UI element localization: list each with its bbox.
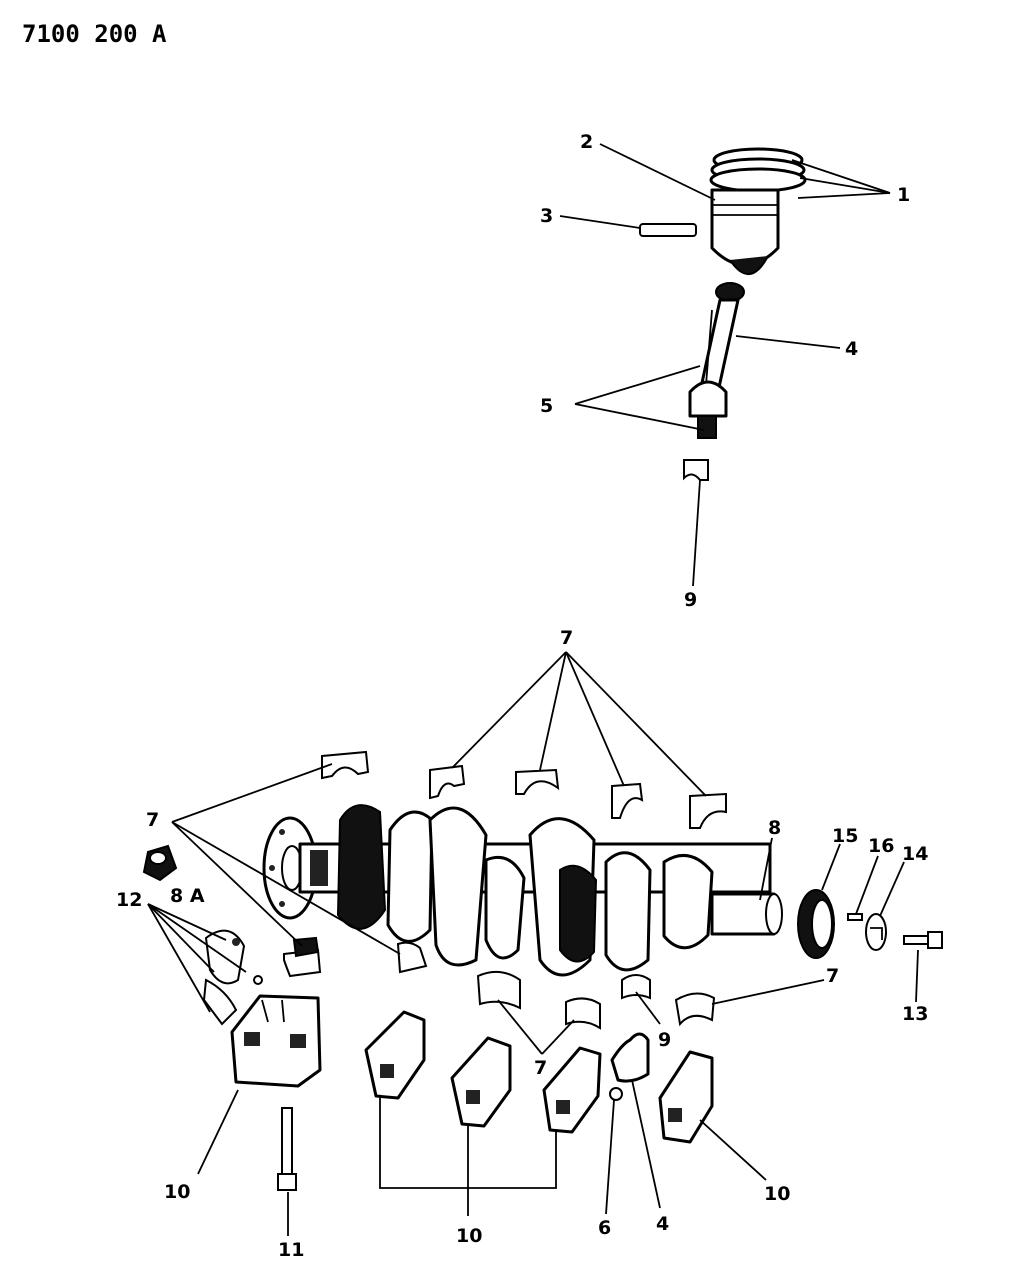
main-caps-center xyxy=(364,1010,602,1134)
connecting-rod xyxy=(688,282,745,439)
callout-10-front-cap: 10 xyxy=(764,1183,790,1205)
callout-5-rod-bolts: 5 xyxy=(540,395,553,417)
callout-11-cap-bolt: 11 xyxy=(278,1239,304,1261)
leader-4-lower xyxy=(631,1079,661,1209)
main-cap-right xyxy=(658,1050,714,1144)
callout-7-upper-shells: 7 xyxy=(560,627,573,649)
callout-4-rod-cap: 4 xyxy=(656,1213,669,1235)
plug-8a xyxy=(142,844,178,882)
piston-leaders xyxy=(559,143,891,587)
callout-8a-plug: 8 A xyxy=(170,885,205,907)
piston xyxy=(710,188,780,275)
callout-14-washer: 14 xyxy=(902,843,928,865)
callout-9-rod-bearing: 9 xyxy=(684,589,697,611)
main-cap-leaders xyxy=(379,1096,767,1216)
rear-main-cap xyxy=(230,994,322,1088)
callout-1-piston-rings: 1 xyxy=(897,184,910,206)
lower-bearing-shell-right xyxy=(674,992,716,1027)
crankshaft-sprocket xyxy=(797,889,835,959)
piston-pin xyxy=(639,223,697,237)
sprocket-key xyxy=(847,913,863,921)
callout-12-seal: 12 xyxy=(116,889,142,911)
callout-10-center-caps: 10 xyxy=(456,1225,482,1247)
callout-16-key: 16 xyxy=(868,835,894,857)
callout-4-connecting-rod: 4 xyxy=(845,338,858,360)
crankshaft-bolt xyxy=(903,931,943,949)
leader-10-left xyxy=(197,1089,239,1175)
mid-shell-leaders xyxy=(497,999,575,1055)
leader-6 xyxy=(605,1099,615,1215)
callout-8-crankshaft: 8 xyxy=(768,817,781,839)
callout-15-sprocket: 15 xyxy=(832,825,858,847)
left-shell-leaders xyxy=(171,763,401,955)
callout-9-lower-rod-bearing: 9 xyxy=(658,1029,671,1051)
leader-7-right xyxy=(711,979,825,1005)
front-hardware-leaders xyxy=(821,843,919,1003)
callout-13-bolt: 13 xyxy=(902,1003,928,1025)
rod-nut xyxy=(609,1087,623,1101)
leader-9-lower xyxy=(635,991,661,1025)
callout-7-right-shell: 7 xyxy=(826,965,839,987)
cap-bolt xyxy=(277,1107,297,1191)
callout-7-lower-mid: 7 xyxy=(534,1057,547,1079)
callout-6-rod-nut: 6 xyxy=(598,1217,611,1239)
rod-bearing-lower xyxy=(621,974,651,1000)
callout-2-piston: 2 xyxy=(580,131,593,153)
piston-rings xyxy=(709,147,807,193)
crankshaft-leader xyxy=(759,837,773,901)
diagram-code: 7100 200 A xyxy=(22,20,167,48)
upper-bearing-shells xyxy=(321,750,727,829)
callout-3-piston-pin: 3 xyxy=(540,205,553,227)
rod-bearing-upper xyxy=(683,459,709,481)
lower-bearing-shells-left xyxy=(283,936,428,978)
rod-cap xyxy=(610,1032,650,1083)
seal-leaders xyxy=(147,903,247,1013)
lower-bearing-shells-mid xyxy=(476,970,601,1030)
washer xyxy=(865,913,887,951)
crankshaft xyxy=(262,804,783,977)
callout-7-left-shells: 7 xyxy=(146,809,159,831)
upper-shell-leaders xyxy=(451,651,707,797)
callout-10-rear-cap: 10 xyxy=(164,1181,190,1203)
